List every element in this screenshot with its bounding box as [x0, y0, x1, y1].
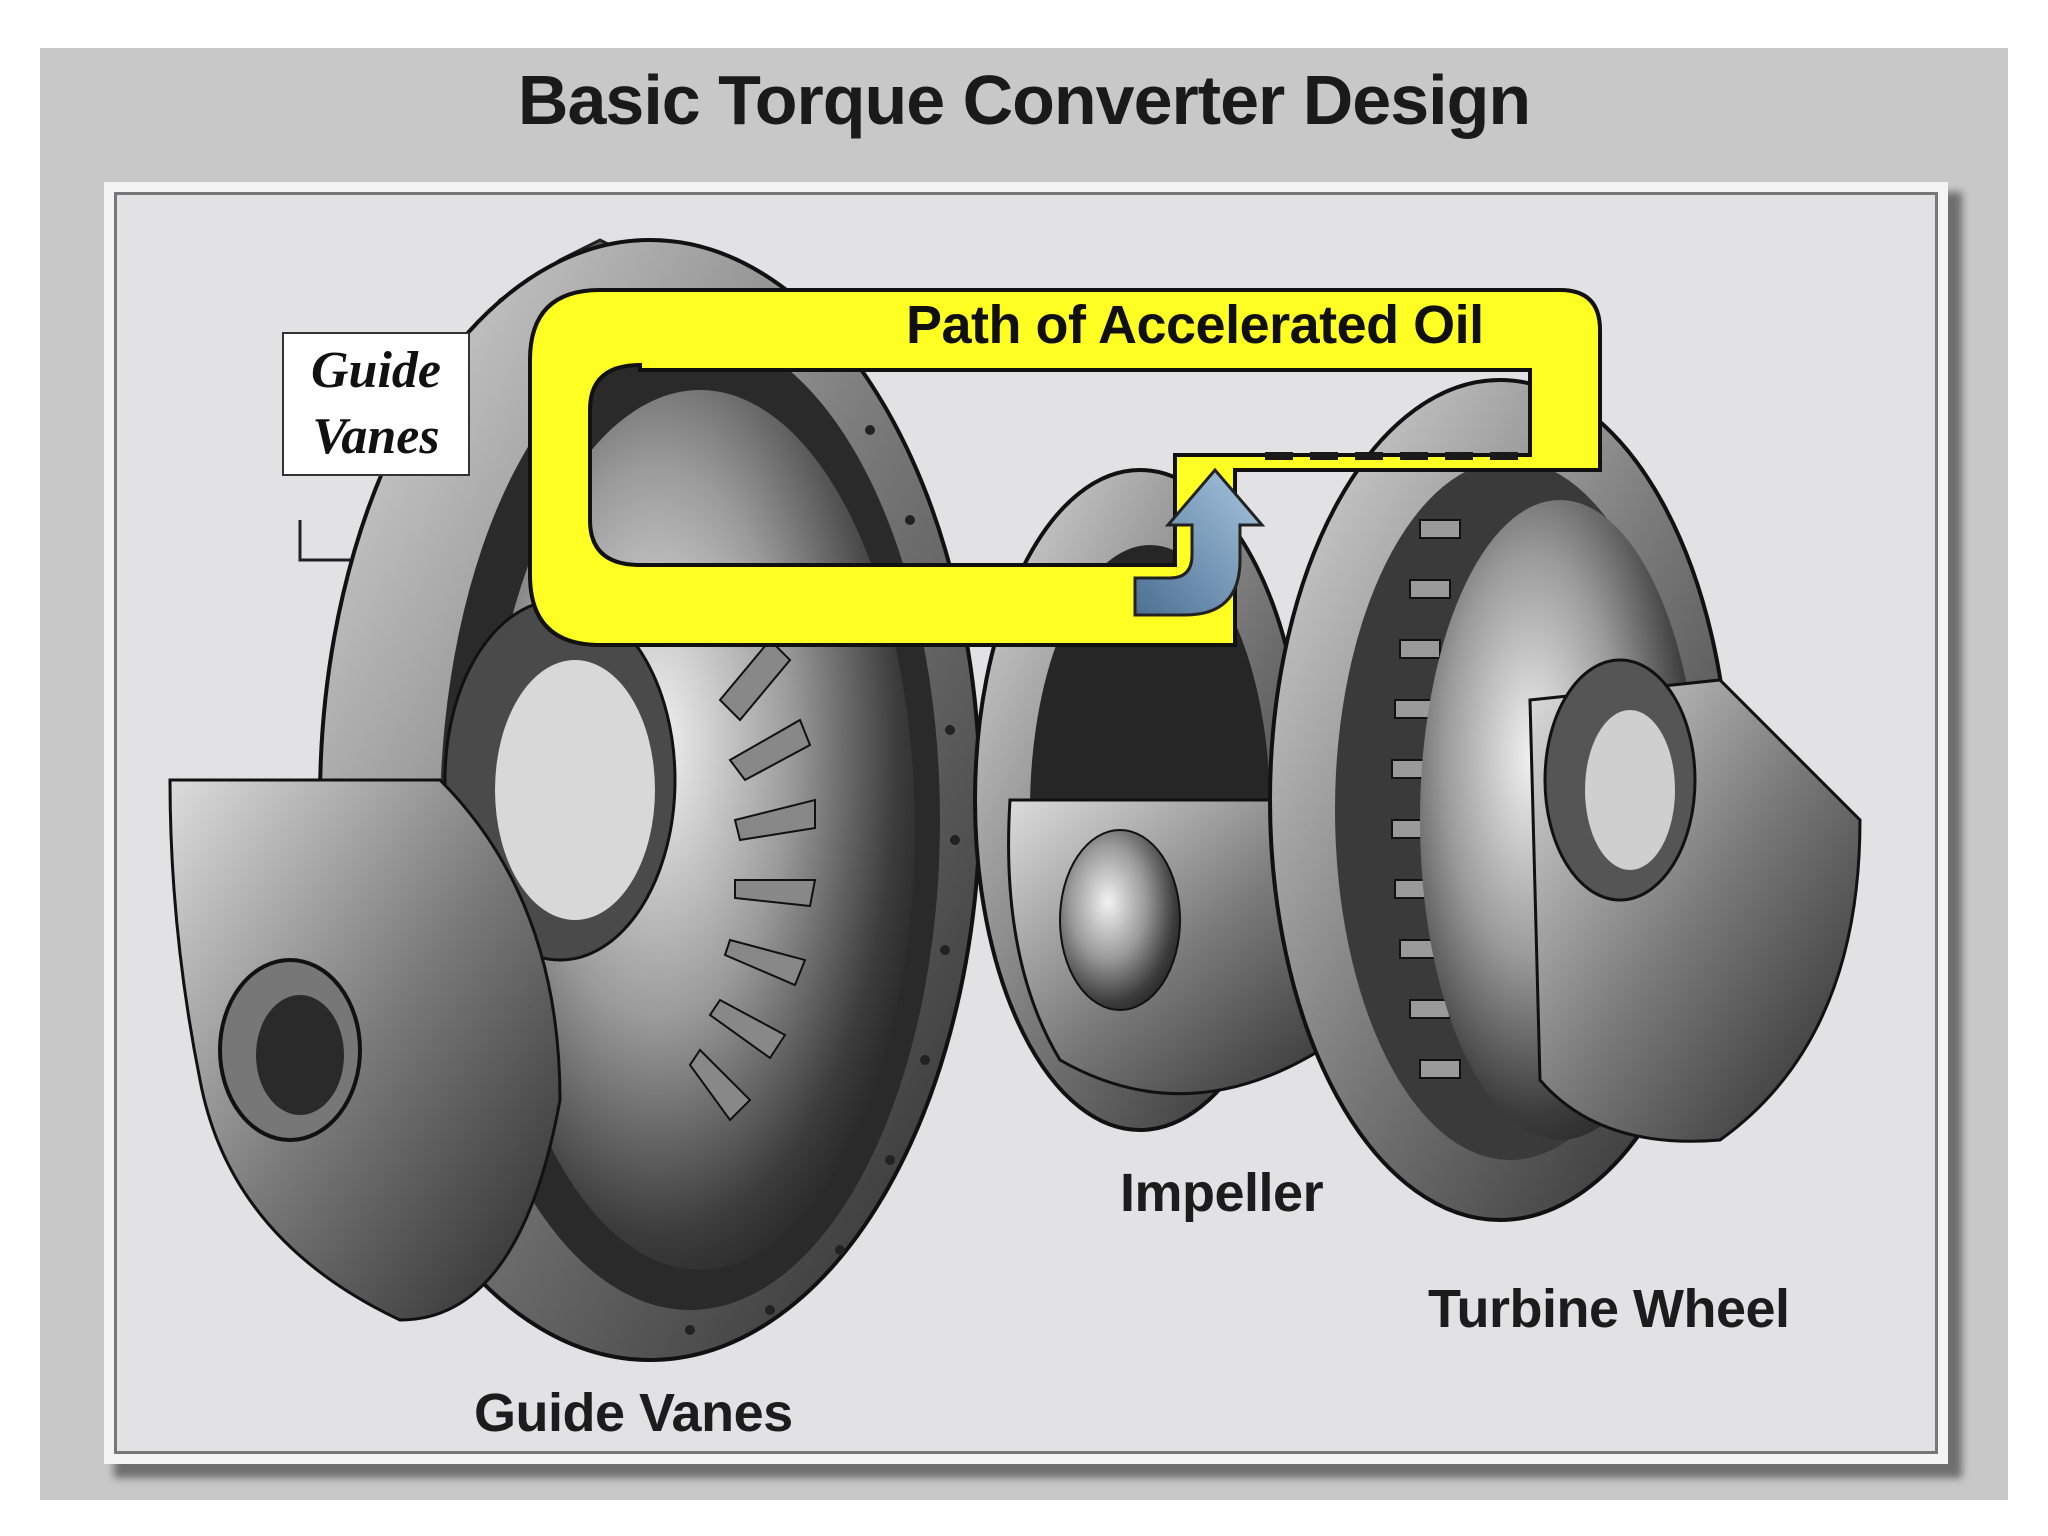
oil-path-label: Path of Accelerated Oil	[906, 295, 1484, 355]
callout-line-1: Guide	[311, 342, 441, 399]
oil-path-loop	[528, 288, 1602, 647]
impeller-label: Impeller	[1120, 1163, 1324, 1223]
turbine-wheel	[1268, 378, 1862, 1222]
guide-vanes-label: Guide Vanes	[474, 1383, 793, 1443]
diagram-title: Basic Torque Converter Design	[517, 61, 1531, 139]
callout-line-2: Vanes	[312, 408, 440, 465]
guide-vanes-callout: Guide Vanes	[282, 332, 470, 476]
turbine-wheel-label: Turbine Wheel	[1428, 1279, 1790, 1339]
